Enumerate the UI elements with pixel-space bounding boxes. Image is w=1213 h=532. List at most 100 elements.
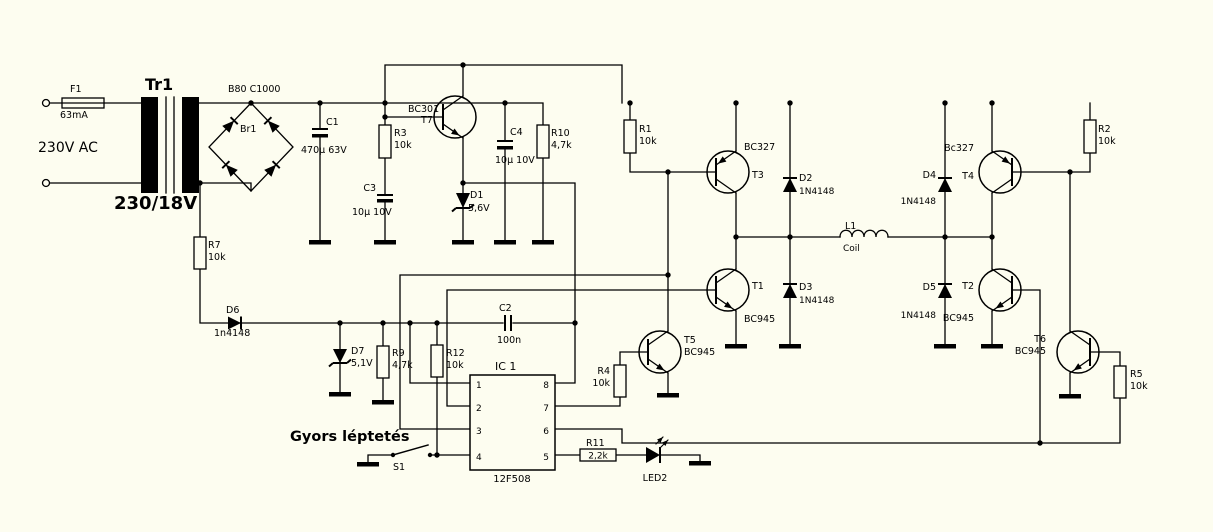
r9-value: 4,7k xyxy=(392,360,413,371)
resistor-r2: R2 10k xyxy=(1083,119,1116,154)
capacitor-c4: C4 10µ 10V xyxy=(495,127,535,166)
transistor-t2: T2 BC945 xyxy=(943,268,1022,324)
s1-ref: S1 xyxy=(393,462,405,473)
r11-ref: R11 xyxy=(586,438,605,449)
transistor-t4: Bc327 T4 xyxy=(944,143,1022,194)
diode-d5: D5 1N4148 xyxy=(901,282,952,321)
t2-part: BC945 xyxy=(943,313,974,324)
c3-ref: C3 xyxy=(363,183,376,194)
transformer-ratio: 230/18V xyxy=(114,193,197,214)
c3-value: 10µ 10V xyxy=(352,207,392,218)
r12-value: 10k xyxy=(446,360,464,371)
mains-input: F1 63mA 230V AC xyxy=(38,84,105,188)
transistor-t6: T6 BC945 xyxy=(1015,330,1100,374)
r5-value: 10k xyxy=(1130,381,1148,392)
ic1-pin-4: 4 xyxy=(476,453,482,463)
r5-ref: R5 xyxy=(1130,369,1143,380)
led2-ref: LED2 xyxy=(643,473,668,484)
t6-part: BC945 xyxy=(1015,346,1046,357)
ic1-pin-1: 1 xyxy=(476,381,482,391)
r10-value: 4,7k xyxy=(551,140,572,151)
r9-ref: R9 xyxy=(392,348,405,359)
resistor-r5: R5 10k xyxy=(1113,365,1148,399)
r12-ref: R12 xyxy=(446,348,465,359)
d7-value: 5,1V xyxy=(351,358,373,369)
diode-d4: D4 1N4148 xyxy=(901,170,952,207)
t6-ref: T6 xyxy=(1033,334,1046,345)
d5-value: 1N4148 xyxy=(901,311,937,321)
t3-part: BC327 xyxy=(744,142,775,153)
resistor-r11: R11 2,2k xyxy=(579,438,617,462)
t5-ref: T5 xyxy=(683,335,696,346)
transformer-ref: Tr1 xyxy=(145,75,173,94)
r10-ref: R10 xyxy=(551,128,570,139)
diode-d7: D7 5,1V xyxy=(328,346,373,369)
t2-ref: T2 xyxy=(961,281,974,292)
mains-voltage-label: 230V AC xyxy=(38,140,98,156)
bridge-ref: Br1 xyxy=(240,124,256,135)
r3-ref: R3 xyxy=(394,128,407,139)
c2-ref: C2 xyxy=(499,303,512,314)
r2-ref: R2 xyxy=(1098,124,1111,135)
terminal-bottom xyxy=(41,178,51,188)
diode-d6: D6 1n4148 xyxy=(214,305,250,339)
inductor-l1: L1 Coil xyxy=(839,221,889,254)
c1-ref: C1 xyxy=(326,117,339,128)
wires xyxy=(48,64,1121,463)
capacitor-c2: C2 100n xyxy=(497,303,521,346)
switch-s1: S1 Gyors léptetés xyxy=(290,429,433,473)
ic1-pin-8: 8 xyxy=(543,381,549,391)
r4-value: 10k xyxy=(592,378,610,389)
l1-value: Coil xyxy=(843,244,860,254)
d6-value: 1n4148 xyxy=(214,328,250,339)
r4-ref: R4 xyxy=(597,366,610,377)
ic1-pin-3: 3 xyxy=(476,427,482,437)
bridge-diode-icon xyxy=(221,160,238,177)
bridge-rectifier-br1: B80 C1000 Br1 xyxy=(208,84,294,192)
t7-part: BC301 xyxy=(408,104,439,115)
resistor-r4: R4 10k xyxy=(592,364,627,398)
ic1-pin-7: 7 xyxy=(543,404,549,414)
t3-ref: T3 xyxy=(751,170,764,181)
switch-note: Gyors léptetés xyxy=(290,429,410,445)
fuse-ref: F1 xyxy=(70,84,82,95)
capacitor-c3: C3 10µ 10V xyxy=(352,183,393,218)
ic1-pin-5: 5 xyxy=(543,453,549,463)
transistor-t5: T5 BC945 xyxy=(638,330,715,374)
d2-ref: D2 xyxy=(799,173,812,184)
t4-ref: T4 xyxy=(961,171,974,182)
d3-value: 1N4148 xyxy=(799,296,835,306)
ground-symbols xyxy=(309,240,1081,467)
transistor-t1: T1 BC945 xyxy=(706,268,775,325)
c2-value: 100n xyxy=(497,335,521,346)
d2-value: 1N4148 xyxy=(799,187,835,197)
resistor-r3: R3 10k xyxy=(378,124,412,159)
c1-value: 470µ 63V xyxy=(301,145,347,156)
d6-ref: D6 xyxy=(226,305,239,316)
junction-dots xyxy=(197,62,1073,458)
d3-ref: D3 xyxy=(799,282,812,293)
diode-d2: D2 1N4148 xyxy=(783,173,835,197)
d1-ref: D1 xyxy=(470,190,483,201)
t1-ref: T1 xyxy=(751,281,764,292)
diode-d1: D1 5,6V xyxy=(451,190,490,214)
l1-ref: L1 xyxy=(845,221,856,232)
led2: LED2 xyxy=(643,436,669,484)
r2-value: 10k xyxy=(1098,136,1116,147)
c4-value: 10µ 10V xyxy=(495,155,535,166)
fuse-value: 63mA xyxy=(60,110,88,121)
transistor-t3: BC327 T3 xyxy=(706,142,775,194)
bridge-diode-icon xyxy=(222,116,239,133)
bridge-diode-icon xyxy=(264,160,281,177)
d5-ref: D5 xyxy=(923,282,936,293)
fuse-f1 xyxy=(61,97,105,109)
t7-ref: T7 xyxy=(420,115,433,126)
d7-ref: D7 xyxy=(351,346,364,357)
ic1-title: IC 1 xyxy=(495,360,516,373)
t4-part: Bc327 xyxy=(944,143,974,154)
diode-d3: D3 1N4148 xyxy=(783,282,835,306)
r7-ref: R7 xyxy=(208,240,221,251)
d4-ref: D4 xyxy=(923,170,936,181)
